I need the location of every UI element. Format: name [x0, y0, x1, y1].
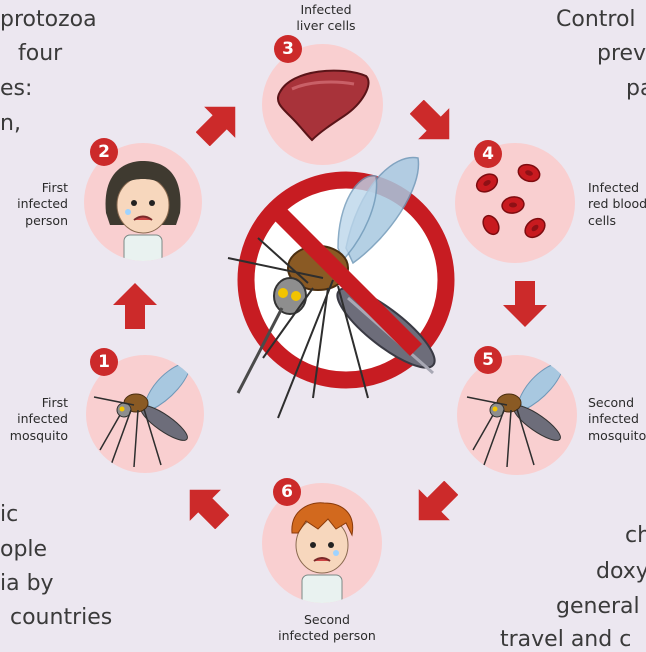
bg-text-left-6: ople: [0, 539, 47, 561]
bg-text-left-1: protozoa: [0, 9, 97, 31]
step-3-circle: [262, 44, 383, 165]
bg-text-right-5: doxy: [596, 561, 646, 583]
step-1-badge: 1: [90, 348, 118, 376]
bg-text-right-1: Control: [556, 9, 636, 31]
mosquito-icon: [457, 355, 577, 475]
no-mosquito-icon: [218, 148, 474, 426]
arrow-4-to-5-icon: [503, 281, 547, 327]
step-5-circle: [457, 355, 577, 475]
bg-text-right-6: general: [556, 596, 640, 618]
step-2-badge: 2: [90, 138, 118, 166]
bg-text-left-7: ia by: [0, 573, 54, 595]
bg-text-left-5: ic: [0, 504, 18, 526]
bg-text-right-4: ch: [625, 525, 646, 547]
arrow-2-to-3-icon: [196, 100, 242, 146]
bg-text-left-4: n,: [0, 113, 21, 135]
arrow-6-to-1-icon: [183, 483, 229, 529]
arrow-3-to-4-icon: [410, 100, 456, 146]
step-3-badge: 3: [274, 35, 302, 63]
bg-text-right-2: prev: [597, 43, 646, 65]
step-4-badge: 4: [474, 140, 502, 168]
step-6-badge: 6: [273, 478, 301, 506]
red-blood-cells-icon: [455, 143, 575, 263]
bg-text-left-3: es:: [0, 78, 32, 100]
step-5-badge: 5: [474, 346, 502, 374]
liver-icon: [262, 44, 383, 165]
bg-text-left-8: countries: [0, 607, 112, 629]
arrow-1-to-2-icon: [113, 283, 157, 329]
bg-text-right-3: pa: [626, 78, 646, 100]
step-4-circle: [455, 143, 575, 263]
arrow-5-to-6-icon: [412, 481, 458, 527]
bg-text-right-7: travel and c: [500, 629, 631, 651]
bg-text-left-2: four: [0, 43, 62, 65]
